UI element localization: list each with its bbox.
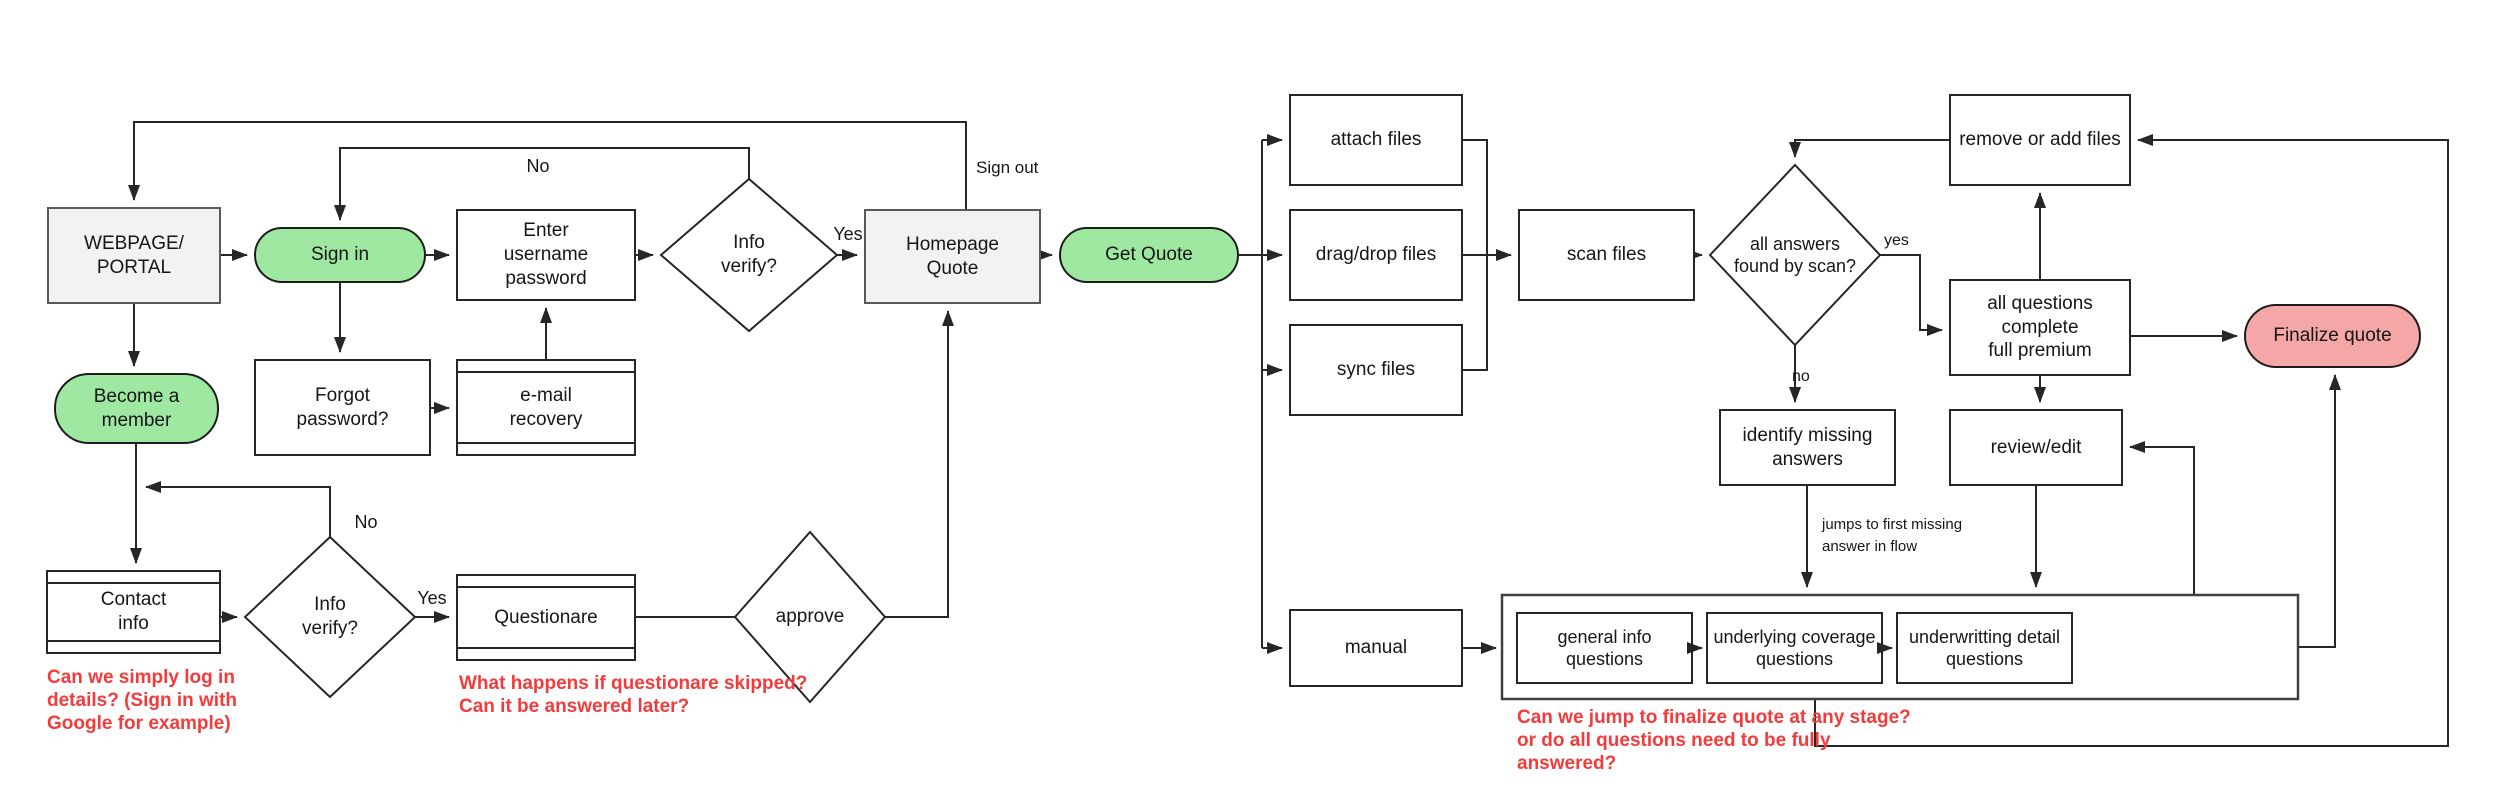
all-questions-complete-node[interactable] [1949,279,2131,376]
underwriting-detail-questions-node[interactable] [1896,612,2073,684]
get-quote-node[interactable] [1059,227,1239,283]
underlying-coverage-questions-node[interactable] [1706,612,1883,684]
enter-credentials-node[interactable] [456,209,636,301]
become-member-node[interactable] [54,373,219,444]
forgot-password-node[interactable] [254,359,431,456]
drag-drop-files-node[interactable] [1289,209,1463,301]
sign-in-node[interactable] [254,227,426,283]
scan-check-node[interactable] [1708,163,1882,347]
remove-add-files-node[interactable] [1949,94,2131,186]
edge-no-top-loop [334,147,750,221]
scan-files-node[interactable] [1518,209,1695,301]
edge-check-yes [1880,254,1943,336]
contact-info-node[interactable] [46,570,221,654]
approve-node[interactable] [733,530,887,704]
info-verify-bottom-node[interactable] [243,535,417,699]
info-verify-top-node[interactable] [659,177,839,333]
attach-files-node[interactable] [1289,94,1463,186]
edge-container-review [2129,441,2195,595]
connectors [128,121,2449,747]
webpage-portal-node[interactable] [47,207,221,304]
edge-bigloop-removeadd [1814,134,2449,747]
homepage-quote-node[interactable] [864,209,1041,304]
edge-sign-out-loop [128,121,967,210]
edge-no-bottom-loop [145,481,331,537]
finalize-quote-node[interactable] [2244,304,2421,368]
manual-node[interactable] [1289,609,1463,687]
general-info-questions-node[interactable] [1516,612,1693,684]
questionare-node[interactable] [456,574,636,661]
sync-files-node[interactable] [1289,324,1463,416]
edge-approve-homepage [885,310,954,618]
identify-missing-node[interactable] [1719,409,1896,486]
email-recovery-node[interactable] [456,359,636,456]
edge-removeadd-check [1789,139,1950,158]
edge-attach-merge [1462,139,1488,255]
edge-sync-merge [1462,255,1488,371]
node-shapes [46,94,2421,704]
edge-container-finalize [2298,374,2341,648]
review-edit-node[interactable] [1949,409,2123,486]
